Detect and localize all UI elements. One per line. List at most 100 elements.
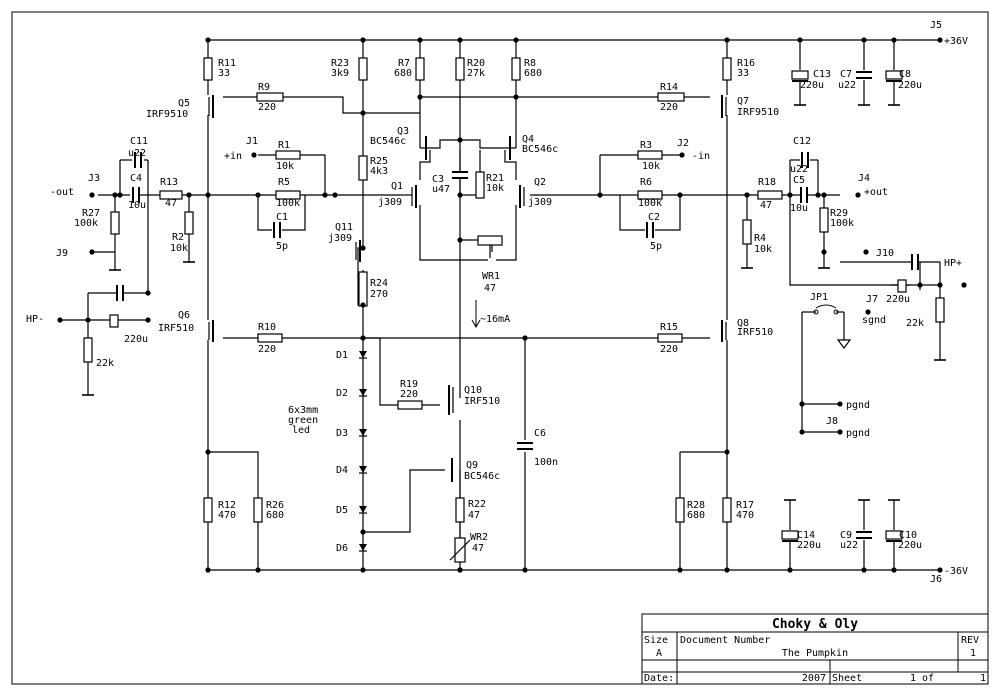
- label-q11: Q11: [335, 222, 353, 233]
- resistor-R22: [455, 497, 465, 523]
- label-r14: R14: [660, 82, 678, 93]
- label-r18: R18: [758, 177, 776, 188]
- label-j10: J10: [876, 248, 894, 259]
- electrolytic-C10: [885, 530, 903, 540]
- label-r2: R2: [172, 232, 184, 243]
- resistor-R19: [397, 400, 423, 410]
- capacitor-C2-gap: [647, 222, 653, 238]
- resistor-R14: [657, 92, 685, 102]
- label-r9v: 220: [258, 102, 276, 113]
- junction-dot: [891, 567, 897, 573]
- title-sheet-total: 1: [980, 673, 986, 684]
- junction-dot: [360, 302, 366, 308]
- label-sgnd: sgnd: [862, 315, 886, 326]
- connector-pin: [837, 429, 843, 435]
- resistor-R23: [358, 57, 368, 81]
- label-j3v: -out: [50, 187, 74, 198]
- label-q6: Q6: [178, 310, 190, 321]
- label-c14: C14: [797, 530, 815, 541]
- jumper-JP1: [833, 309, 839, 315]
- label-r10: R10: [258, 322, 276, 333]
- title-doc-label: Document Number: [680, 635, 770, 646]
- label-r8: R8: [524, 58, 536, 69]
- label-c4: C4: [130, 173, 142, 184]
- connector-pin: [937, 37, 943, 43]
- junction-dot: [117, 192, 123, 198]
- label-r23v: 3k9: [331, 68, 349, 79]
- jumper-JP1: [815, 304, 837, 309]
- label-c3v: u47: [432, 184, 450, 195]
- resistor-R9: [256, 92, 284, 102]
- label-r14v: 220: [660, 102, 678, 113]
- label-c2v: 5p: [650, 241, 662, 252]
- junction-dot: [821, 249, 827, 255]
- junction-dot: [112, 192, 118, 198]
- label-r5: R5: [278, 177, 290, 188]
- potentiometer-WR2: [449, 539, 471, 561]
- label-cur: ~16mA: [480, 314, 510, 325]
- label-d2: D2: [336, 388, 348, 399]
- junction-dot: [360, 245, 366, 251]
- label-r15: R15: [660, 322, 678, 333]
- label-j1v: +in: [224, 151, 242, 162]
- label-led1: 6x3mm: [288, 405, 318, 416]
- junction-dot: [861, 567, 867, 573]
- label-r11v: 33: [218, 68, 230, 79]
- junction-dot: [513, 94, 519, 100]
- label-r12v: 470: [218, 510, 236, 521]
- label-c6v: 100n: [534, 457, 558, 468]
- junction-dot: [205, 37, 211, 43]
- label-c8: C8: [899, 69, 911, 80]
- labels: J5+36VJ6-36VR1133R233k9R7680R2027kR8680R…: [26, 20, 968, 585]
- wire: [257, 195, 272, 231]
- junction-dot: [186, 192, 192, 198]
- label-r1: R1: [278, 140, 290, 151]
- led-D1: [359, 351, 367, 358]
- potentiometer-WR1: [477, 235, 503, 246]
- label-wr2: WR2: [470, 532, 488, 543]
- resistor-R2: [184, 211, 194, 235]
- label-r7v: 680: [394, 68, 412, 79]
- label-j7: J7: [866, 294, 878, 305]
- label-c9v: u22: [840, 540, 858, 551]
- label-r11: R11: [218, 58, 236, 69]
- title-size-value: A: [656, 648, 662, 659]
- title-rev-value: 1: [970, 648, 976, 659]
- electrolytic-220u-left: [109, 314, 119, 328]
- label-r4v: 10k: [754, 244, 772, 255]
- label-r22ka: 22k: [96, 358, 114, 369]
- title-date-label: Date:: [644, 673, 674, 684]
- resistor-22k-left: [83, 337, 93, 363]
- resistor-R26: [253, 497, 263, 523]
- wire: [496, 205, 517, 261]
- label-r10v: 220: [258, 344, 276, 355]
- label-r20: R20: [467, 58, 485, 69]
- label-q7v: IRF9510: [737, 107, 779, 118]
- connector-pin: [863, 249, 869, 255]
- junction-dot: [457, 137, 463, 143]
- label-r6v: 100k: [638, 198, 662, 209]
- label-c3: C3: [432, 174, 444, 185]
- junction-dot: [787, 567, 793, 573]
- junction-dot: [332, 192, 338, 198]
- label-r26v: 680: [266, 510, 284, 521]
- connector-pin: [89, 192, 95, 198]
- led-D3: [359, 429, 367, 436]
- junction-dot: [360, 529, 366, 535]
- label-c14v: 220u: [797, 540, 821, 551]
- resistor-R18: [757, 190, 783, 200]
- junction-dot: [360, 567, 366, 573]
- junction-dot: [145, 317, 151, 323]
- label-d5: D5: [336, 505, 348, 516]
- title-block: Choky & Oly Size A Document Number The P…: [641, 613, 989, 685]
- label-r23: R23: [331, 58, 349, 69]
- label-c8v: 220u: [898, 80, 922, 91]
- capacitor-C5-gap: [801, 187, 807, 203]
- capacitor-C3-gap: [452, 172, 468, 178]
- label-j8: J8: [826, 416, 838, 427]
- label-q2v: j309: [528, 197, 552, 208]
- junction-dot: [797, 37, 803, 43]
- junction-dot: [205, 192, 211, 198]
- label-wr2v: 47: [472, 543, 484, 554]
- label-r25v: 4k3: [370, 166, 388, 177]
